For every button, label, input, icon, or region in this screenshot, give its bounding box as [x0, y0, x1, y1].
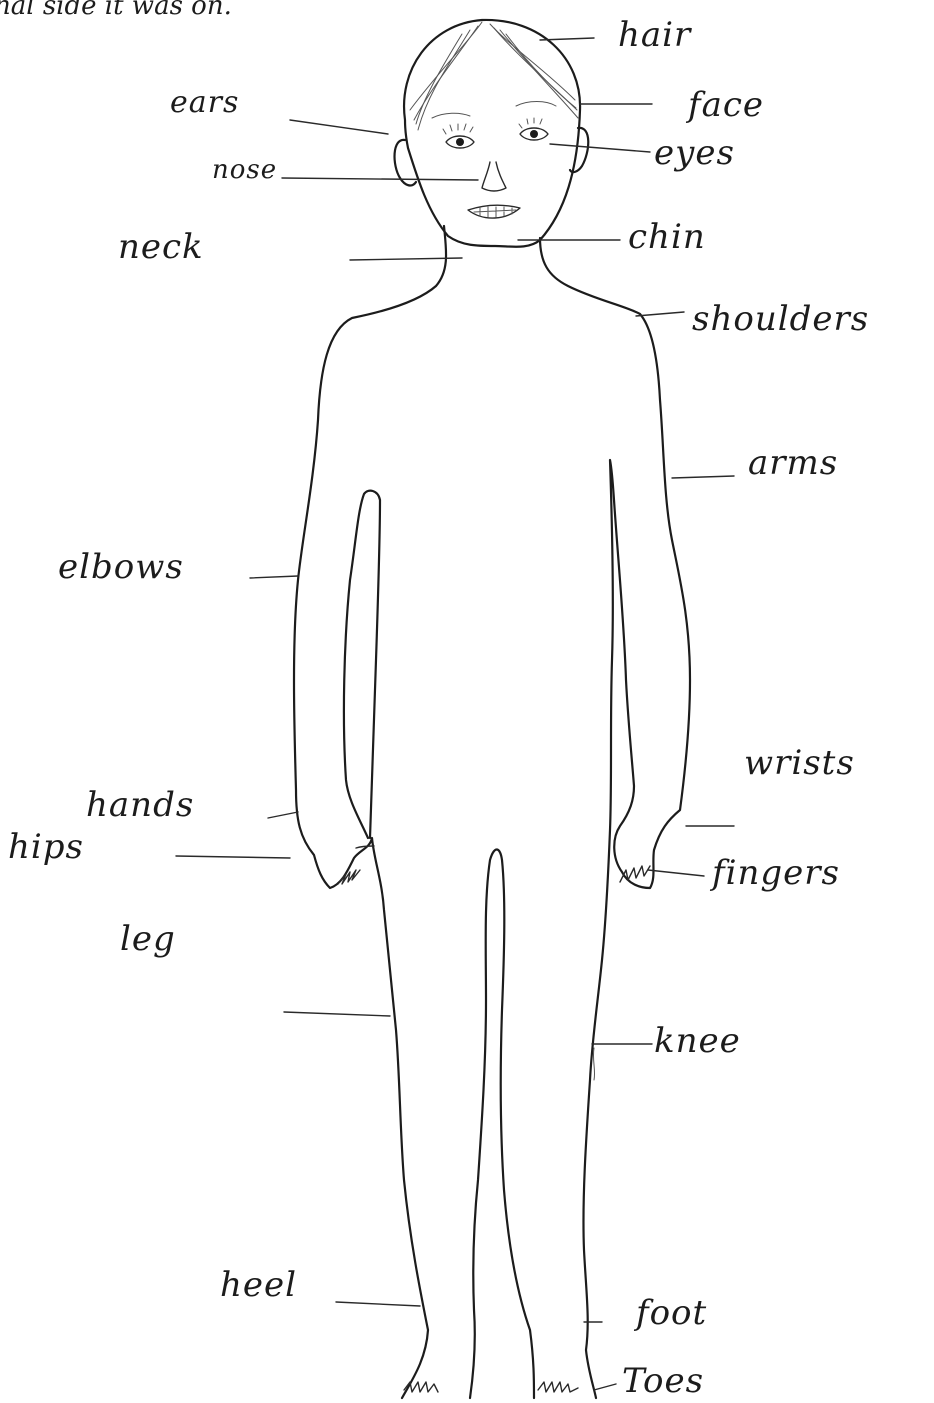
leader-hands — [268, 812, 298, 818]
nose-drawing — [482, 162, 506, 191]
head-outline — [404, 20, 580, 247]
inner-left-arm — [344, 491, 380, 838]
label-ears: ears — [170, 85, 239, 120]
mouth-drawing — [468, 205, 520, 218]
leader-hair — [540, 38, 594, 40]
right-toes — [538, 1382, 578, 1392]
label-face: face — [685, 85, 764, 125]
label-leg: leg — [120, 919, 176, 959]
header-fragment: nal side it was on. — [0, 0, 232, 21]
eyes-drawing — [432, 102, 556, 149]
label-arms: arms — [748, 443, 838, 483]
label-hips: hips — [8, 827, 84, 867]
label-eyes: eyes — [654, 133, 735, 173]
label-knee: knee — [654, 1021, 741, 1061]
label-heel: heel — [220, 1265, 297, 1305]
right-fingers — [620, 866, 650, 882]
leader-heel — [336, 1302, 420, 1306]
label-fingers: fingers — [709, 853, 840, 893]
leader-leg — [284, 1012, 390, 1016]
body-outline-right — [540, 238, 690, 1398]
leader-toes — [594, 1384, 616, 1390]
label-hands: hands — [86, 785, 194, 825]
label-foot: foot — [633, 1293, 707, 1333]
inner-legs — [470, 850, 534, 1399]
label-toes: Toes — [622, 1361, 704, 1401]
left-fingers — [338, 870, 360, 884]
leader-shoulders — [636, 312, 684, 316]
leader-fingers — [648, 870, 704, 876]
label-neck: neck — [118, 227, 204, 267]
leader-eyes — [550, 144, 650, 152]
label-elbows: elbows — [58, 547, 184, 587]
label-chin: chin — [628, 217, 706, 257]
label-hair: hair — [618, 15, 692, 55]
leader-arms — [672, 476, 734, 478]
label-shoulders: shoulders — [692, 299, 869, 339]
label-nose: nose — [212, 155, 277, 185]
leader-hips — [176, 856, 290, 858]
knee-marks — [593, 1048, 594, 1080]
leader-elbows — [250, 576, 298, 578]
label-wrists: wrists — [744, 743, 855, 783]
leader-nose — [282, 178, 478, 180]
leader-ears — [290, 120, 388, 134]
